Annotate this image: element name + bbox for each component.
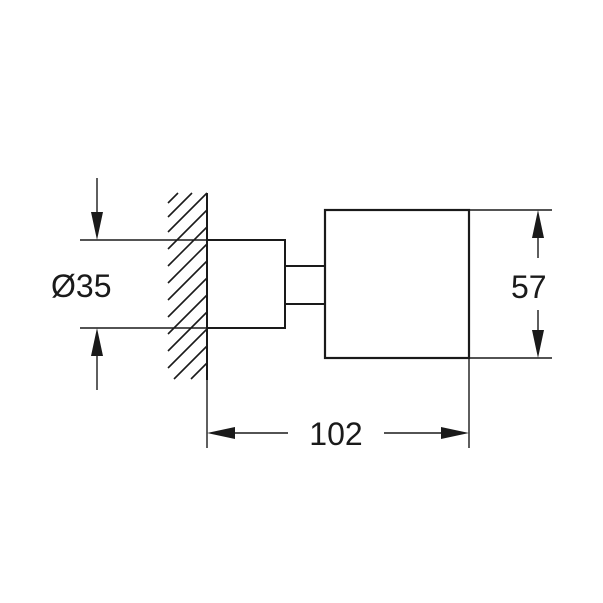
height-label: 57 [511, 269, 547, 305]
diameter-label: Ø35 [51, 268, 111, 304]
holder-body [323, 208, 471, 360]
wall-hatching [167, 192, 208, 380]
length-arrow-left-icon [207, 427, 235, 439]
length-label: 102 [309, 416, 362, 452]
length-arrow-right-icon [441, 427, 469, 439]
neck-connector [284, 265, 326, 305]
diameter-arrow-bottom-icon [91, 328, 103, 356]
height-arrow-top-icon [532, 210, 544, 238]
diameter-arrow-top-icon [91, 212, 103, 240]
wall-base [206, 239, 286, 329]
height-arrow-bottom-icon [532, 330, 544, 358]
